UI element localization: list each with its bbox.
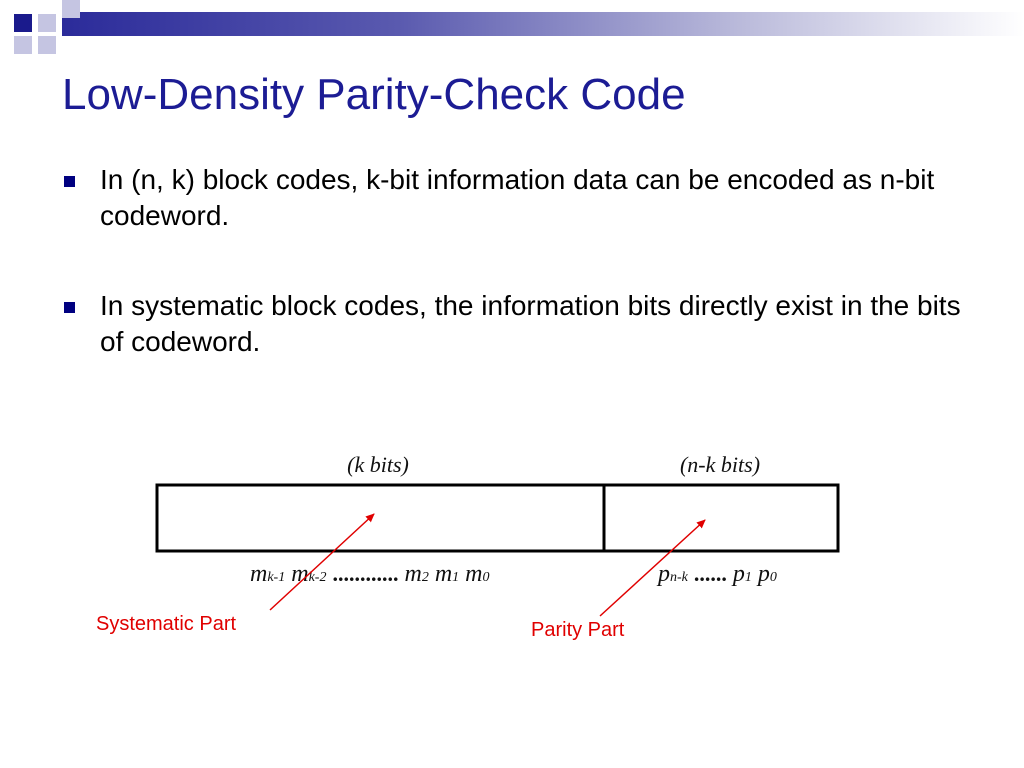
bit-index: 1 [452, 570, 459, 585]
message-bit-sequence: mk-1 mk-2 ............ m2 m1 m0 [250, 561, 490, 587]
bit-symbol: m [250, 561, 267, 587]
bit-index: n-k [670, 570, 689, 585]
bit-symbol: p [756, 561, 770, 587]
bit-index: 1 [745, 570, 752, 585]
k-bits-label: (k bits) [347, 452, 409, 477]
slide-title: Low-Density Parity-Check Code [62, 70, 686, 119]
square-bullet-icon [64, 302, 75, 313]
bullet-text: In (n, k) block codes, k-bit information… [100, 164, 935, 231]
bit-symbol: p [731, 561, 745, 587]
bit-index: k-1 [267, 570, 285, 585]
decor-square [62, 0, 80, 18]
ellipsis: ............ [332, 561, 398, 586]
codeword-box [155, 483, 840, 553]
bit-index: k-2 [309, 570, 327, 585]
decor-square [38, 36, 56, 54]
parity-arrow [599, 519, 706, 617]
square-bullet-icon [64, 176, 75, 187]
bullet-list: In (n, k) block codes, k-bit information… [62, 162, 962, 414]
systematic-arrow [269, 513, 375, 611]
decor-square [14, 14, 32, 32]
bit-symbol: m [291, 561, 308, 587]
systematic-part-label: Systematic Part [96, 613, 237, 635]
bullet-text: In systematic block codes, the informati… [100, 290, 961, 357]
bit-symbol: m [404, 561, 421, 587]
bit-symbol: m [435, 561, 452, 587]
ellipsis: ...... [694, 561, 727, 586]
bit-index: 0 [483, 570, 490, 585]
bit-index: 2 [422, 570, 429, 585]
n-k-bits-label: (n-k bits) [680, 452, 760, 477]
decor-square [38, 14, 56, 32]
header-bar [62, 12, 1024, 36]
bit-symbol: p [656, 561, 670, 587]
bit-symbol: m [465, 561, 482, 587]
parity-bit-sequence: pn-k ...... p1 p0 [656, 561, 777, 587]
decor-square [14, 36, 32, 54]
bullet-item: In (n, k) block codes, k-bit information… [62, 162, 962, 234]
parity-part-label: Parity Part [531, 619, 625, 641]
bit-index: 0 [770, 570, 777, 585]
bullet-item: In systematic block codes, the informati… [62, 288, 962, 360]
